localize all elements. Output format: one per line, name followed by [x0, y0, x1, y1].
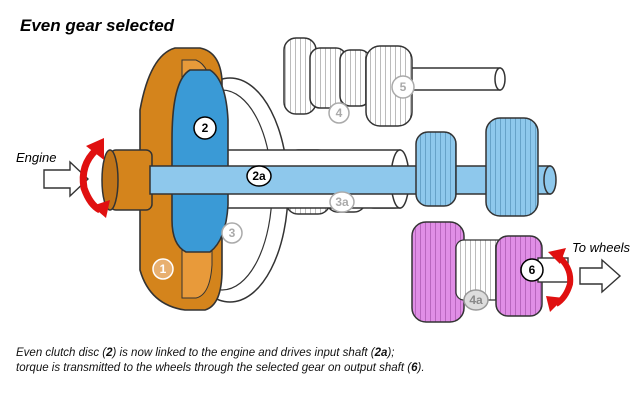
engine-input-arrow — [43, 160, 90, 198]
output-shaft-gears — [411, 221, 569, 323]
caption-ref: 2 — [106, 347, 113, 359]
callout-4-text: 4 — [336, 106, 343, 120]
caption-ref: 6 — [411, 362, 418, 374]
callout-4a: 4a — [463, 289, 489, 311]
callout-3: 3 — [221, 222, 243, 244]
even-input-shaft — [149, 117, 557, 217]
engine-label: Engine — [16, 150, 56, 165]
wheels-output-arrow — [579, 258, 622, 294]
caption-line-1: Even clutch disc (2) is now linked to th… — [16, 346, 425, 361]
caption-text: ). — [417, 362, 425, 374]
callout-2-text: 2 — [202, 121, 209, 135]
callout-4a-text: 4a — [469, 293, 483, 307]
callout-5: 5 — [391, 75, 415, 99]
caption-text: torque is transmitted to the wheels thro… — [16, 362, 412, 374]
diagram-title: Even gear selected — [20, 16, 175, 35]
caption-text: ); — [387, 347, 395, 359]
caption: Even clutch disc (2) is now linked to th… — [16, 346, 425, 376]
odd-shaft-ghost — [283, 37, 506, 127]
engine-rotation-arrow — [79, 138, 110, 218]
callout-4: 4 — [328, 102, 350, 124]
caption-text: Even clutch disc ( — [16, 347, 107, 359]
callout-5-text: 5 — [400, 80, 407, 94]
callout-6: 6 — [520, 258, 544, 282]
callout-3a-text: 3a — [335, 195, 349, 209]
output-rotation-arrow — [546, 248, 574, 312]
to-wheels-label: To wheels — [572, 240, 631, 255]
callout-1-text: 1 — [160, 262, 167, 276]
callout-3-text: 3 — [229, 226, 236, 240]
callout-2a-text: 2a — [252, 169, 266, 183]
caption-ref: 2a — [374, 347, 388, 359]
callout-1: 1 — [152, 258, 174, 280]
caption-line-2: torque is transmitted to the wheels thro… — [16, 361, 425, 376]
caption-text: ) is now linked to the engine and drives… — [112, 347, 375, 359]
even-clutch-disc — [171, 69, 229, 253]
callout-6-text: 6 — [529, 263, 536, 277]
callout-2a: 2a — [246, 165, 272, 187]
callout-3a: 3a — [329, 191, 355, 213]
callout-2: 2 — [193, 116, 217, 140]
